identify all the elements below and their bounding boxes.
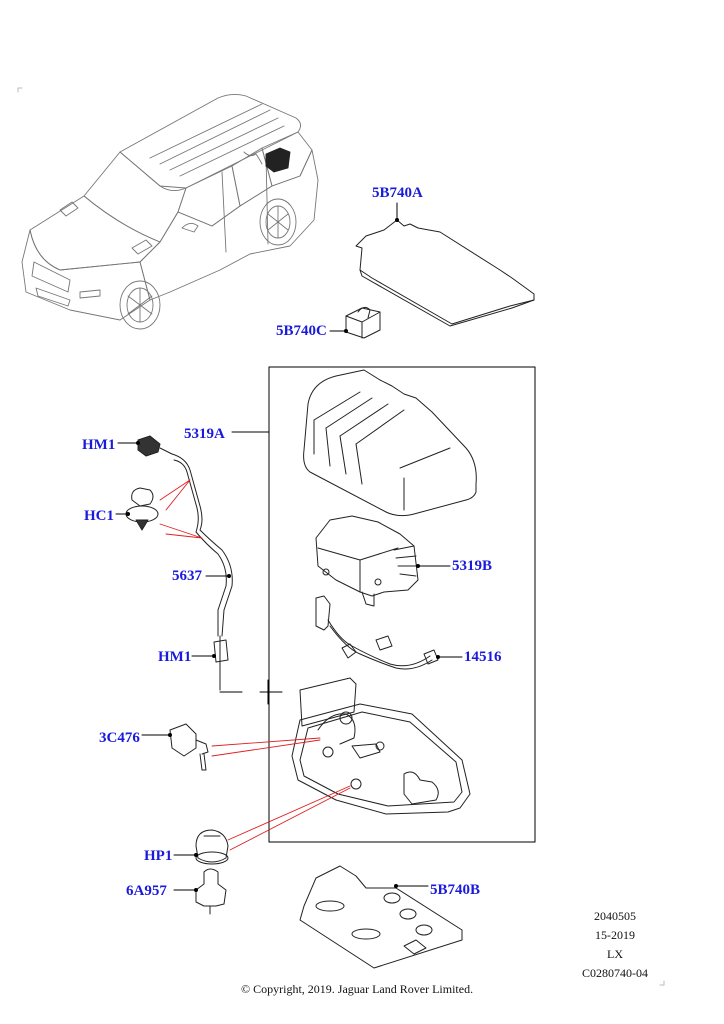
compressor-illustration xyxy=(315,515,419,607)
hose-clip-illustration xyxy=(125,487,159,531)
leader-dot xyxy=(436,655,440,659)
callout-3C476[interactable]: 3C476 xyxy=(99,730,140,746)
callout-5319A[interactable]: 5319A xyxy=(184,426,225,442)
leader-dot xyxy=(194,853,198,857)
leader-dot xyxy=(416,564,420,568)
mounting-isolator-illustration xyxy=(195,868,227,915)
valve-illustration xyxy=(169,723,209,771)
leader-dot xyxy=(136,441,140,445)
corner-mark xyxy=(659,980,665,986)
corner-mark xyxy=(17,87,23,93)
leader-dot xyxy=(194,888,198,892)
reference-lines xyxy=(211,737,351,851)
callout-6A957[interactable]: 6A957 xyxy=(126,883,167,899)
callout-HC1[interactable]: HC1 xyxy=(84,508,114,524)
leader-dot xyxy=(126,512,130,516)
callout-5B740A[interactable]: 5B740A xyxy=(372,185,423,201)
base-tray-illustration xyxy=(291,677,471,815)
leader-dot xyxy=(227,574,231,578)
clip-block-illustration xyxy=(345,306,381,339)
callout-HM1-bottom[interactable]: HM1 xyxy=(158,649,192,665)
drawing-info-block: 2040505 15-2019 LX C0280740-04 xyxy=(572,907,658,983)
mount-cap-illustration xyxy=(195,829,229,865)
callout-5637[interactable]: 5637 xyxy=(172,568,202,584)
hose-connector-top-illustration xyxy=(137,435,173,457)
info-line-drawing-number: C0280740-04 xyxy=(582,966,648,980)
wiring-harness-illustration xyxy=(315,595,439,670)
leader-dot xyxy=(212,654,216,658)
callout-5319B[interactable]: 5319B xyxy=(452,558,493,574)
floor-panel-cover-illustration xyxy=(355,219,535,327)
compressor-cover-illustration xyxy=(303,369,477,517)
info-line-model: LX xyxy=(607,947,623,961)
reference-lines xyxy=(159,479,203,539)
leader-dot xyxy=(394,884,398,888)
callout-HM1-top[interactable]: HM1 xyxy=(82,437,116,453)
copyright-footer: © Copyright, 2019. Jaguar Land Rover Lim… xyxy=(241,982,474,996)
insulation-pad-illustration xyxy=(299,865,463,969)
callout-14516[interactable]: 14516 xyxy=(464,649,502,665)
callout-5B740C[interactable]: 5B740C xyxy=(276,323,327,339)
box-break-mark xyxy=(219,679,283,705)
callout-5B740B[interactable]: 5B740B xyxy=(430,882,481,898)
leader-dot xyxy=(168,733,172,737)
assembly-boundary-box xyxy=(268,366,536,843)
info-line-code: 2040505 xyxy=(594,909,636,923)
callout-HP1[interactable]: HP1 xyxy=(144,848,173,864)
leader-dot xyxy=(395,218,399,222)
info-line-date: 15-2019 xyxy=(595,928,635,942)
vehicle-illustration xyxy=(21,93,319,330)
leader-dot xyxy=(344,329,348,333)
